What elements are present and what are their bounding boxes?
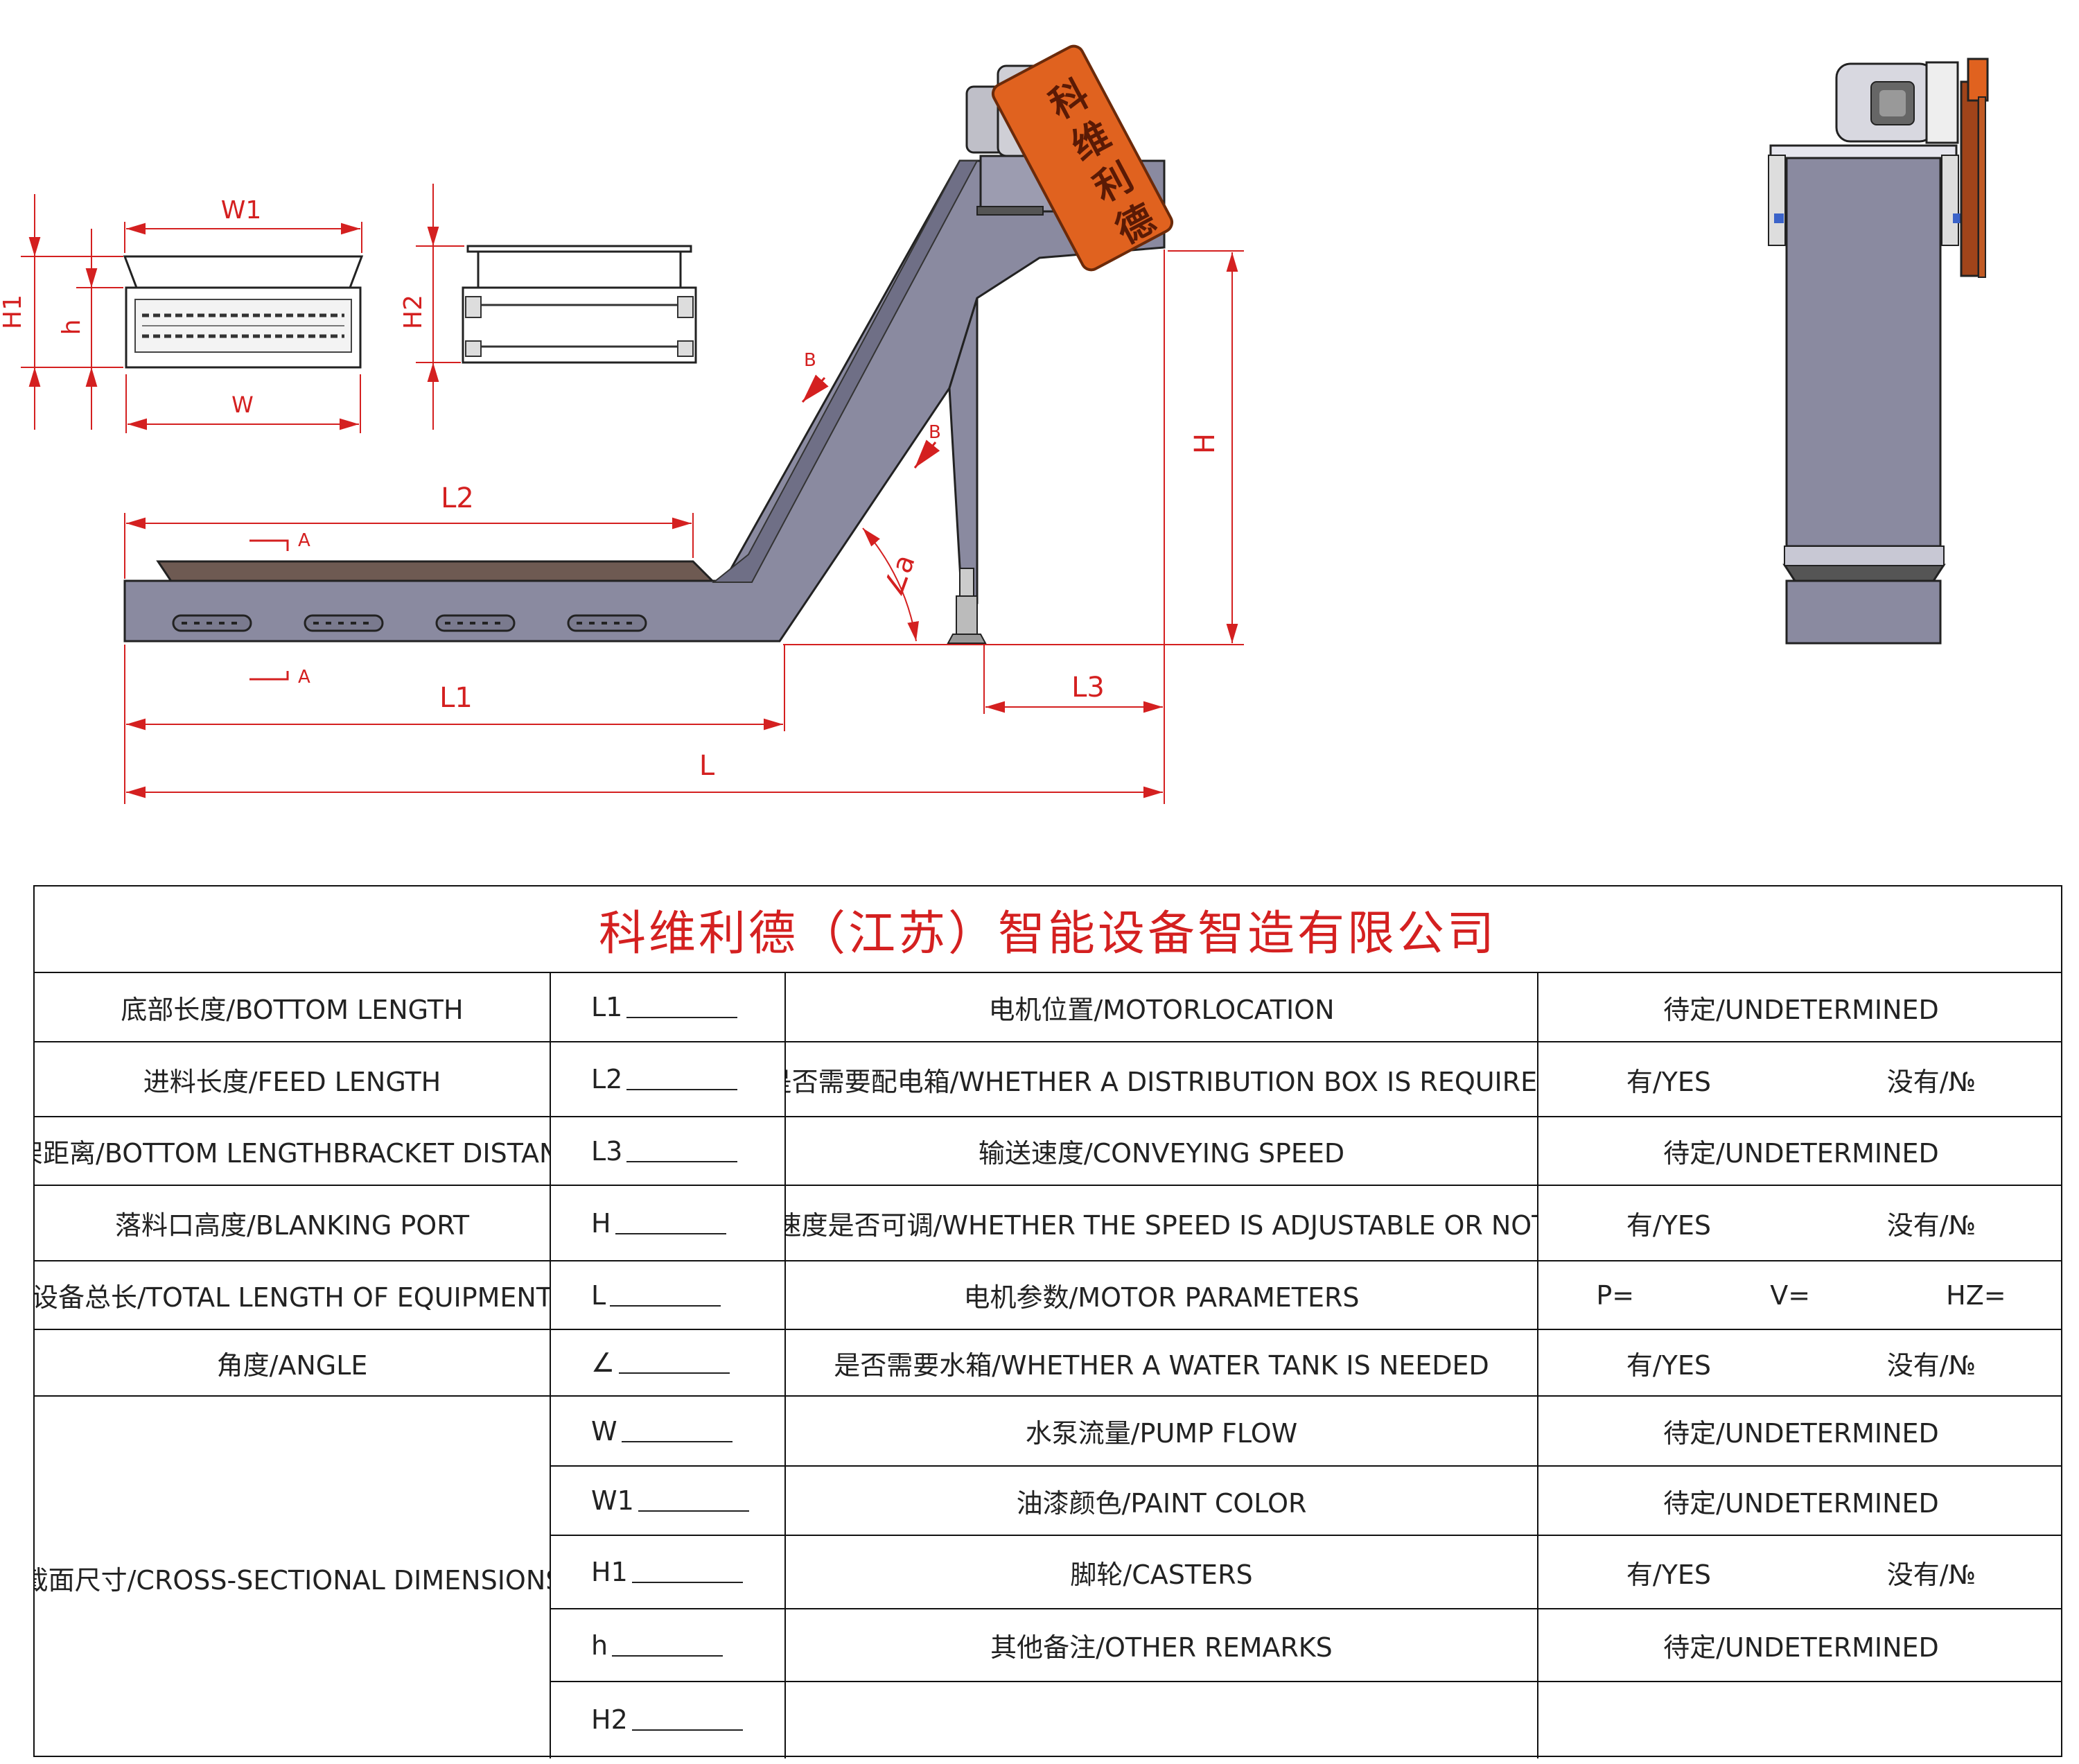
section-row-casters-item: 脚轮/CASTERS — [1070, 1559, 1253, 1590]
row-blanking-port-code: H — [551, 1186, 784, 1260]
spec-table: 科维利德（江苏）智能设备智造有限公司 底部长度/BOTTOM LENGTH L1… — [33, 885, 2064, 1758]
dim-L2: L2 — [441, 482, 474, 514]
section-row-empty-value — [1538, 1682, 2064, 1757]
row-blanking-port-label: 落料口高度/BLANKING PORT — [114, 1210, 470, 1241]
option-yes[interactable]: 有/YES — [1626, 1350, 1712, 1381]
row-motor-location-value: 待定/UNDETERMINED — [1663, 994, 1939, 1025]
dim-L3: L3 — [1071, 672, 1105, 704]
cross-section-label: 截面尺寸/CROSS-SECTIONAL DIMENSIONS — [35, 1564, 550, 1596]
section-B-top: B — [804, 350, 816, 371]
row-total-length-label: 设备总长/TOTAL LENGTH OF EQUIPMENT — [35, 1282, 550, 1313]
conveyor-front-view — [1768, 58, 1989, 645]
row-bracket-distance-code: L3 — [551, 1117, 784, 1185]
dim-H1: H1 — [0, 295, 27, 329]
option-no[interactable]: 没有/№ — [1886, 1559, 1976, 1590]
row-total-length-code: L — [551, 1261, 784, 1329]
section-row-W-code: W — [551, 1397, 784, 1465]
option-no[interactable]: 没有/№ — [1886, 1350, 1976, 1381]
section-row-W1-code: W1 — [551, 1467, 784, 1535]
param-hz[interactable]: HZ= — [1946, 1280, 2006, 1311]
row-feed-length-label: 进料长度/FEED LENGTH — [143, 1066, 441, 1097]
param-v[interactable]: V= — [1770, 1280, 1811, 1311]
dim-angle: ∠a — [877, 550, 922, 600]
cross-section-view — [123, 255, 364, 369]
row-bracket-distance-label: 支架距离/BOTTOM LENGTHBRACKET DISTANCE — [35, 1138, 550, 1169]
cross-section-dimensions — [21, 194, 362, 433]
main-dimensions — [124, 250, 1244, 804]
section-B-bottom: B — [929, 422, 941, 443]
dim-W: W — [231, 392, 254, 418]
conveyor-drawing: W1 W H1 h H2 — [0, 44, 1989, 804]
section-A-top: A — [298, 530, 310, 551]
section-row-H1-code: H1 — [551, 1536, 784, 1608]
dim-L1: L1 — [439, 682, 473, 714]
row-conveying-speed-value: 待定/UNDETERMINED — [1663, 1138, 1939, 1169]
row-angle-code: ∠ — [551, 1330, 784, 1395]
option-yes[interactable]: 有/YES — [1626, 1210, 1712, 1241]
dim-H: H — [1189, 433, 1221, 454]
row-conveying-speed-item: 输送速度/CONVEYING SPEED — [978, 1138, 1345, 1169]
section-row-pump-flow-item: 水泵流量/PUMP FLOW — [1025, 1418, 1298, 1449]
dim-H2: H2 — [399, 295, 428, 329]
row-feed-length-code: L2 — [551, 1042, 784, 1116]
row-water-tank-options: 有/YES 没有/№ — [1538, 1330, 2064, 1395]
section-row-paint-color-item: 油漆颜色/PAINT COLOR — [1016, 1487, 1307, 1519]
row-bottom-length-label: 底部长度/BOTTOM LENGTH — [121, 994, 464, 1025]
row-water-tank-item: 是否需要水箱/WHETHER A WATER TANK IS NEEDED — [834, 1350, 1489, 1381]
conveyor-side-view — [123, 44, 1174, 644]
section-row-empty-item — [786, 1682, 1537, 1757]
row-bottom-length-code: L1 — [551, 973, 784, 1041]
row-distribution-box-options: 有/YES 没有/№ — [1538, 1042, 2064, 1116]
company-title: 科维利德（江苏）智能设备智造有限公司 — [35, 887, 2061, 973]
dim-H2-lines — [416, 184, 464, 430]
row-angle-label: 角度/ANGLE — [216, 1350, 368, 1381]
row-speed-adjustable-item: 速度是否可调/WHETHER THE SPEED IS ADJUSTABLE O… — [786, 1210, 1537, 1241]
section-row-casters-options: 有/YES 没有/№ — [1538, 1536, 2064, 1608]
section-row-h-code: h — [551, 1609, 784, 1681]
option-yes[interactable]: 有/YES — [1626, 1066, 1712, 1097]
section-A-bottom: A — [298, 667, 310, 688]
cross-section-view-2 — [462, 245, 697, 364]
row-motor-parameters-item: 电机参数/MOTOR PARAMETERS — [963, 1282, 1360, 1313]
param-p[interactable]: P= — [1596, 1280, 1635, 1311]
option-no[interactable]: 没有/№ — [1886, 1066, 1976, 1097]
section-row-pump-flow-value: 待定/UNDETERMINED — [1663, 1418, 1939, 1449]
option-yes[interactable]: 有/YES — [1626, 1559, 1712, 1590]
section-row-remarks-value: 待定/UNDETERMINED — [1663, 1632, 1939, 1663]
row-speed-adjustable-options: 有/YES 没有/№ — [1538, 1186, 2064, 1260]
row-motor-location-item: 电机位置/MOTORLOCATION — [988, 994, 1335, 1025]
row-distribution-box-item: 是否需要配电箱/WHETHER A DISTRIBUTION BOX IS RE… — [786, 1066, 1537, 1097]
row-motor-parameters-values: P= V= HZ= — [1538, 1261, 2064, 1329]
dim-W1: W1 — [221, 196, 262, 225]
dim-h: h — [58, 320, 86, 335]
section-row-remarks-item: 其他备注/OTHER REMARKS — [990, 1632, 1333, 1663]
dim-L: L — [699, 750, 715, 782]
option-no[interactable]: 没有/№ — [1886, 1210, 1976, 1241]
section-row-paint-color-value: 待定/UNDETERMINED — [1663, 1487, 1939, 1519]
section-markers — [249, 374, 940, 681]
section-row-H2-code: H2 — [551, 1682, 784, 1757]
